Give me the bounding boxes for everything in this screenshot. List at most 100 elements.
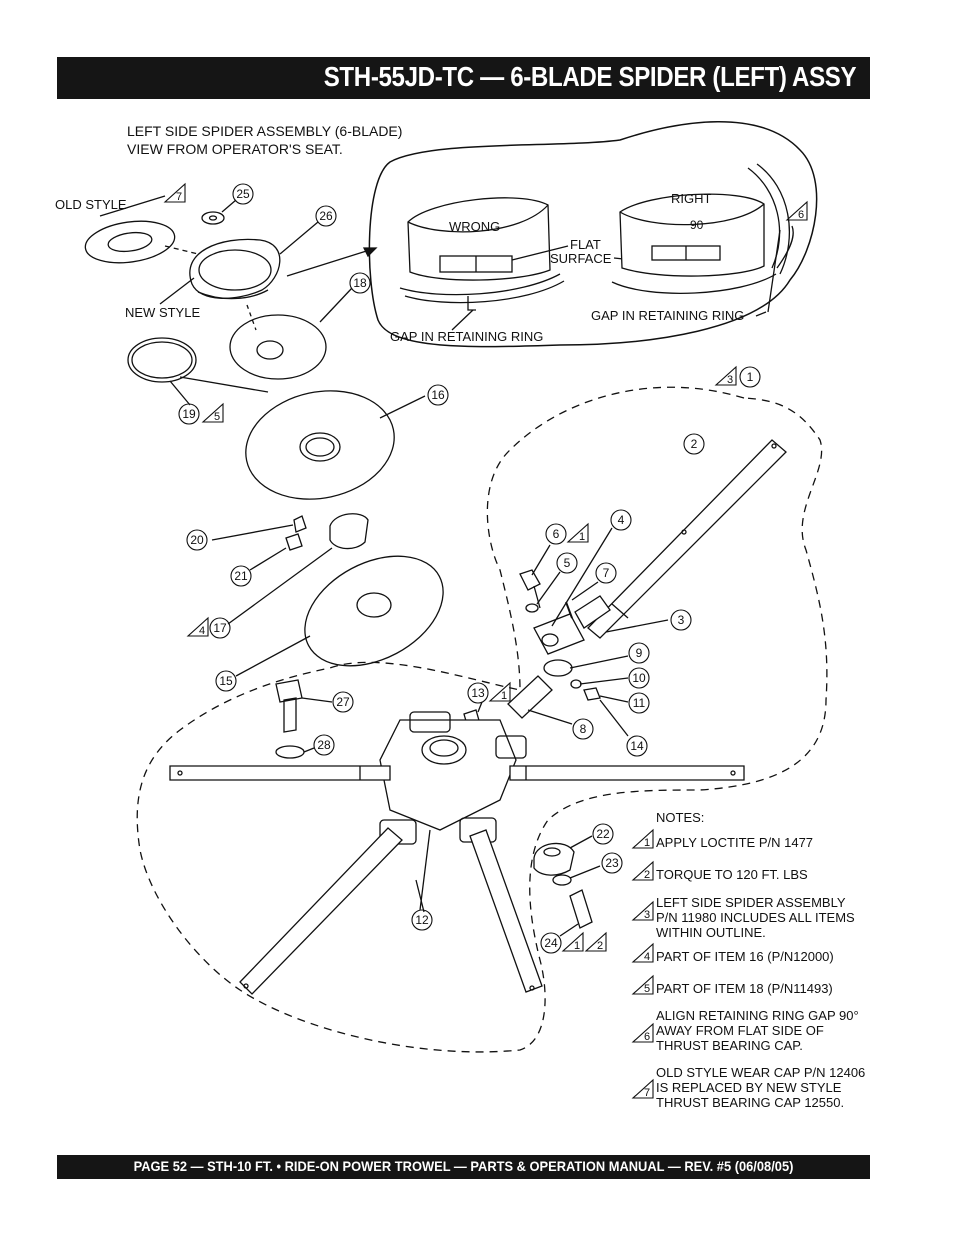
callout-6 [545, 523, 567, 545]
callout-11-num: 11 [633, 696, 646, 710]
callout-22-num: 22 [596, 827, 610, 841]
old-style-label: OLD STYLE [55, 197, 127, 212]
callout-22 [592, 823, 614, 845]
gap-label-left: GAP IN RETAINING RING [390, 329, 543, 344]
note-3-text-b: P/N 11980 INCLUDES ALL ITEMS [656, 910, 855, 925]
callout-15 [215, 670, 237, 692]
spider-arm-2 [587, 439, 787, 639]
callout-18 [349, 272, 371, 294]
callout-2 [683, 433, 705, 455]
callout-7 [595, 562, 617, 584]
callout-19-num: 19 [182, 407, 196, 421]
tri-note-3-num: 3 [727, 374, 733, 386]
callout-25 [232, 183, 254, 205]
detail-bubble-outline [368, 121, 818, 348]
tri-note-1-screw24 [561, 931, 584, 952]
callout-12 [411, 909, 433, 931]
callout-3-num: 3 [678, 613, 685, 627]
note-3-text-a: LEFT SIDE SPIDER ASSEMBLY [656, 895, 846, 910]
washer-25 [201, 211, 225, 225]
callout-8 [572, 718, 594, 740]
note-5-text: PART OF ITEM 18 (P/N11493) [656, 981, 833, 996]
note-6-text-b: AWAY FROM FLAT SIDE OF [656, 1023, 824, 1038]
tri-note-7-oldstyle [163, 182, 186, 203]
note-1-text: APPLY LOCTITE P/N 1477 [656, 835, 813, 850]
tri-note-6-num: 6 [798, 209, 804, 221]
callout-3 [670, 609, 692, 631]
gasket-9 [543, 659, 573, 677]
caption-line-1: LEFT SIDE SPIDER ASSEMBLY (6-BLADE) [127, 123, 402, 139]
cap-21 [285, 533, 303, 551]
right-label: RIGHT [671, 191, 712, 206]
callout-14 [626, 735, 648, 757]
callout-5 [556, 552, 578, 574]
note-1-num: 1 [644, 837, 650, 849]
oring-10 [570, 679, 582, 689]
callout-6-num: 6 [553, 527, 560, 541]
callout-21-num: 21 [234, 569, 248, 583]
tri-note-4-num: 4 [199, 625, 205, 637]
pin-7 [565, 601, 573, 619]
tri-note-2-screw24 [584, 931, 607, 952]
note-7-tri [631, 1078, 654, 1099]
callout-25-num: 25 [236, 187, 250, 201]
lock-washer-5 [525, 603, 539, 613]
washer-28 [275, 745, 305, 759]
callout-8-num: 8 [580, 722, 587, 736]
caption-line-2: VIEW FROM OPERATOR'S SEAT. [127, 141, 343, 157]
callout-24 [540, 932, 562, 954]
note-2-tri [631, 860, 654, 881]
old-wear-cap [84, 220, 176, 264]
angle-label: 90 [690, 218, 704, 232]
tri-note-1b-num: 1 [501, 690, 507, 702]
tri-note-5-num: 5 [214, 411, 220, 423]
note-7-text-c: THRUST BEARING CAP 12550. [656, 1095, 844, 1110]
note-6-text-c: THRUST BEARING CAP. [656, 1038, 803, 1053]
callout-17-num: 17 [213, 621, 227, 635]
spider-arm-lower-right [469, 829, 543, 993]
flat-label: FLAT [570, 237, 601, 252]
note-6-text-a: ALIGN RETAINING RING GAP 90° [656, 1008, 859, 1023]
fitting-11 [583, 687, 601, 701]
tri-note-6-detail [785, 200, 808, 221]
note-4-text: PART OF ITEM 16 (P/N12000) [656, 949, 834, 964]
callout-10-num: 10 [632, 671, 646, 685]
callout-9 [628, 642, 650, 664]
callout-27 [332, 691, 354, 713]
page-title: STH-55JD-TC — 6-BLADE SPIDER (LEFT) ASSY [323, 61, 856, 92]
callout-21 [230, 565, 252, 587]
callout-20 [186, 529, 208, 551]
callout-13-num: 13 [471, 686, 485, 700]
note-6-num: 6 [644, 1031, 650, 1043]
tri-note-1-bolt6 [566, 522, 589, 543]
callout-10 [628, 667, 650, 689]
note-4-tri [631, 942, 654, 963]
wrong-label: WRONG [449, 219, 500, 234]
plate-15 [304, 555, 444, 667]
callout-4 [610, 509, 632, 531]
note-3-text-c: WITHIN OUTLINE. [656, 925, 766, 940]
tri-note-1-screw13 [488, 681, 511, 702]
callout-23 [601, 852, 623, 874]
screw-24 [569, 889, 593, 929]
notes-title: NOTES: [656, 810, 704, 825]
bolt-6 [519, 569, 541, 591]
callout-12-num: 12 [415, 913, 429, 927]
tri-note-1c-num: 1 [574, 940, 580, 952]
surface-label: SURFACE [550, 251, 612, 266]
tri-note-3-assembly [714, 365, 737, 386]
note-5-tri [631, 974, 654, 995]
callout-11 [628, 692, 650, 714]
note-2-num: 2 [644, 869, 650, 881]
note-3-tri [631, 900, 654, 921]
callout-24-num: 24 [544, 936, 558, 950]
note-5-num: 5 [644, 983, 650, 995]
tri-note-1-num: 1 [579, 531, 585, 543]
note-4-num: 4 [644, 951, 650, 963]
callout-5-num: 5 [564, 556, 571, 570]
pivot-block-4 [533, 613, 585, 655]
tri-note-2-num: 2 [597, 940, 603, 952]
plate-16 [245, 390, 395, 500]
callout-26 [315, 205, 337, 227]
